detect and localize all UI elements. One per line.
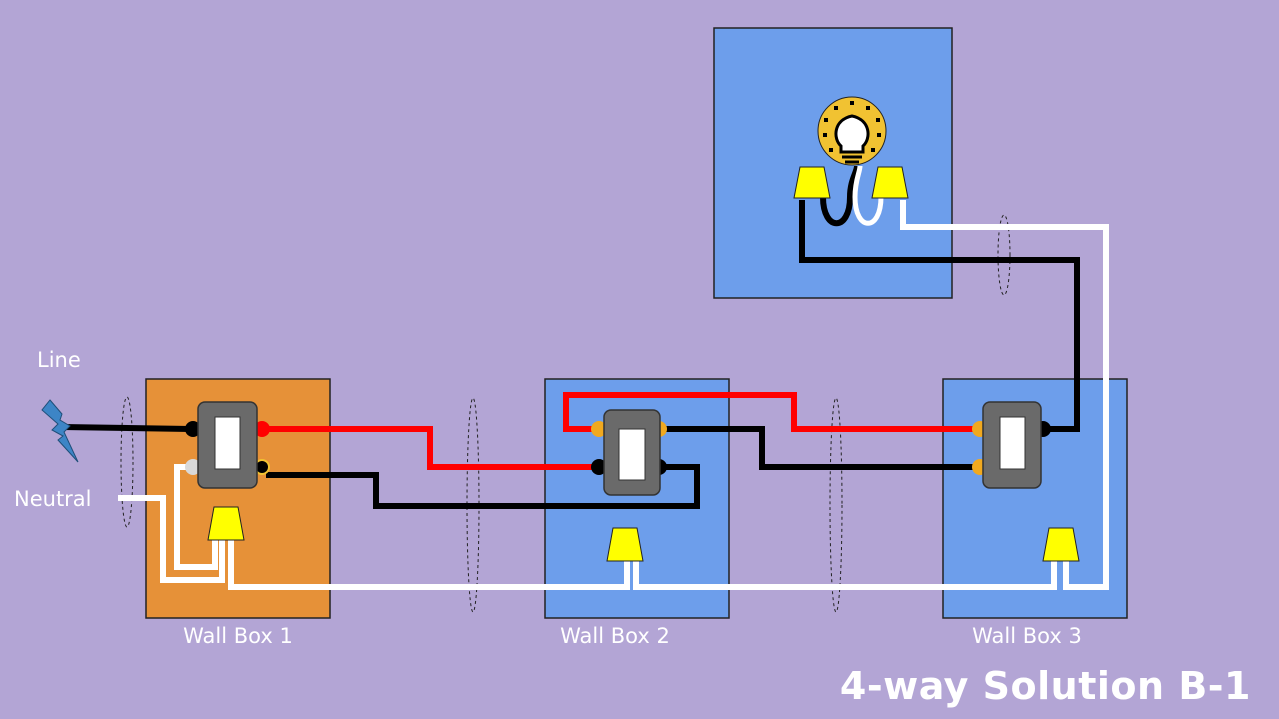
light-bulb-icon — [817, 96, 887, 166]
wall-box-3-label: Wall Box 3 — [972, 624, 1082, 648]
light-fixture-box — [713, 27, 953, 299]
wire-nut-icon — [793, 166, 831, 199]
wall-box-2-label: Wall Box 2 — [560, 624, 670, 648]
switched-hot-to-light — [799, 200, 1080, 432]
neutral-wire-to-light — [900, 200, 1109, 590]
traveler-red-2-3 — [563, 392, 978, 432]
wire-nut-icon — [207, 506, 245, 541]
cable-marker-2-3 — [829, 397, 843, 613]
lamp-lead-black — [820, 165, 860, 227]
cable-marker-line — [120, 396, 134, 528]
neutral-wire-box2-box3 — [633, 560, 1057, 590]
wire-nut-icon — [1042, 527, 1080, 562]
line-label: Line — [37, 348, 81, 372]
traveler-black-2-3 — [662, 426, 978, 470]
neutral-wire-switch1 — [174, 464, 218, 570]
diagram-title: 4-way Solution B-1 — [839, 664, 1251, 708]
wire-nut-icon — [606, 527, 644, 562]
neutral-wire-incoming — [118, 495, 225, 583]
wire-nut-icon — [871, 166, 909, 199]
three-way-switch-icon — [185, 401, 270, 489]
lightning-icon — [41, 399, 79, 463]
four-way-switch-icon — [591, 409, 667, 496]
traveler-red-1-2 — [266, 426, 600, 470]
lamp-lead-white — [852, 165, 884, 226]
three-way-switch-icon — [972, 401, 1051, 489]
traveler-black-1-2 — [266, 464, 700, 509]
line-hot-wire — [61, 424, 191, 432]
wall-box-1-label: Wall Box 1 — [183, 624, 293, 648]
neutral-wire-box1-box2 — [228, 540, 630, 590]
neutral-label: Neutral — [14, 487, 92, 511]
cable-marker-3-light — [997, 214, 1011, 296]
